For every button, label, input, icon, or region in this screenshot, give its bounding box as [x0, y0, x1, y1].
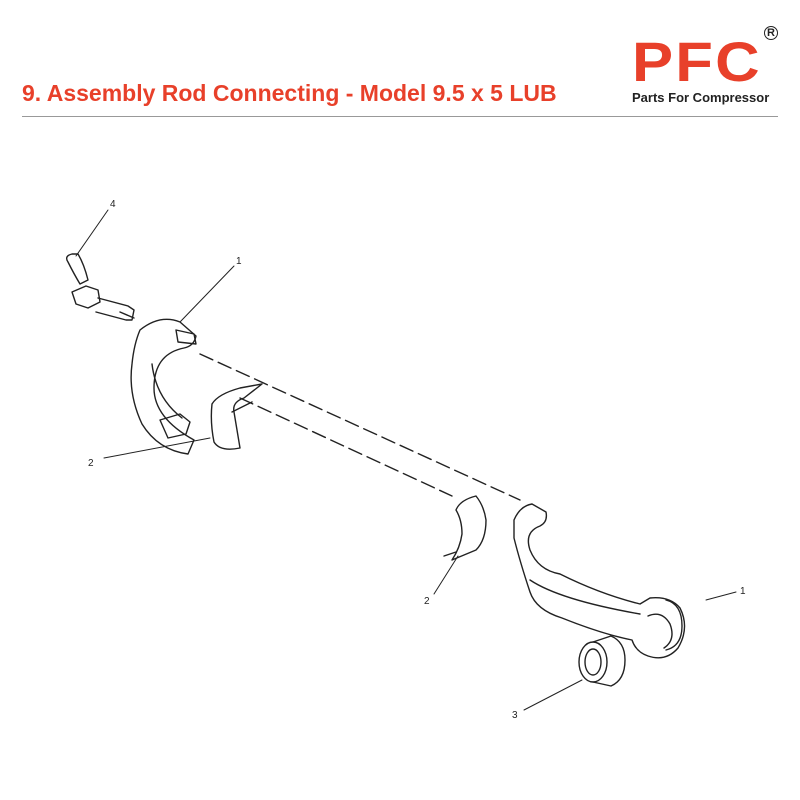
callout-label: 1	[740, 586, 746, 597]
callout-label: 1	[236, 256, 242, 267]
callout-label: 2	[424, 596, 430, 607]
page-title: 9. Assembly Rod Connecting - Model 9.5 x…	[22, 80, 557, 106]
bushing-part	[578, 635, 626, 687]
callout-label: 4	[110, 199, 116, 210]
center-lines	[199, 353, 521, 501]
logo-tagline: Parts For Compressor	[632, 90, 770, 105]
bearing-shell-upper	[210, 383, 263, 450]
callout-label: 3	[512, 710, 518, 721]
leader-lines	[75, 209, 737, 711]
callout-label: 2	[88, 458, 94, 469]
pfc-logo: PFC R Parts For Compressor	[628, 26, 778, 108]
logo-mark: PFC	[632, 30, 762, 93]
registered-mark: R	[764, 26, 778, 40]
connecting-rod-part	[513, 503, 686, 659]
bolt-part	[65, 253, 135, 321]
header-divider	[22, 116, 778, 117]
rod-cap-part	[130, 318, 197, 455]
bearing-shell-lower	[443, 495, 487, 561]
